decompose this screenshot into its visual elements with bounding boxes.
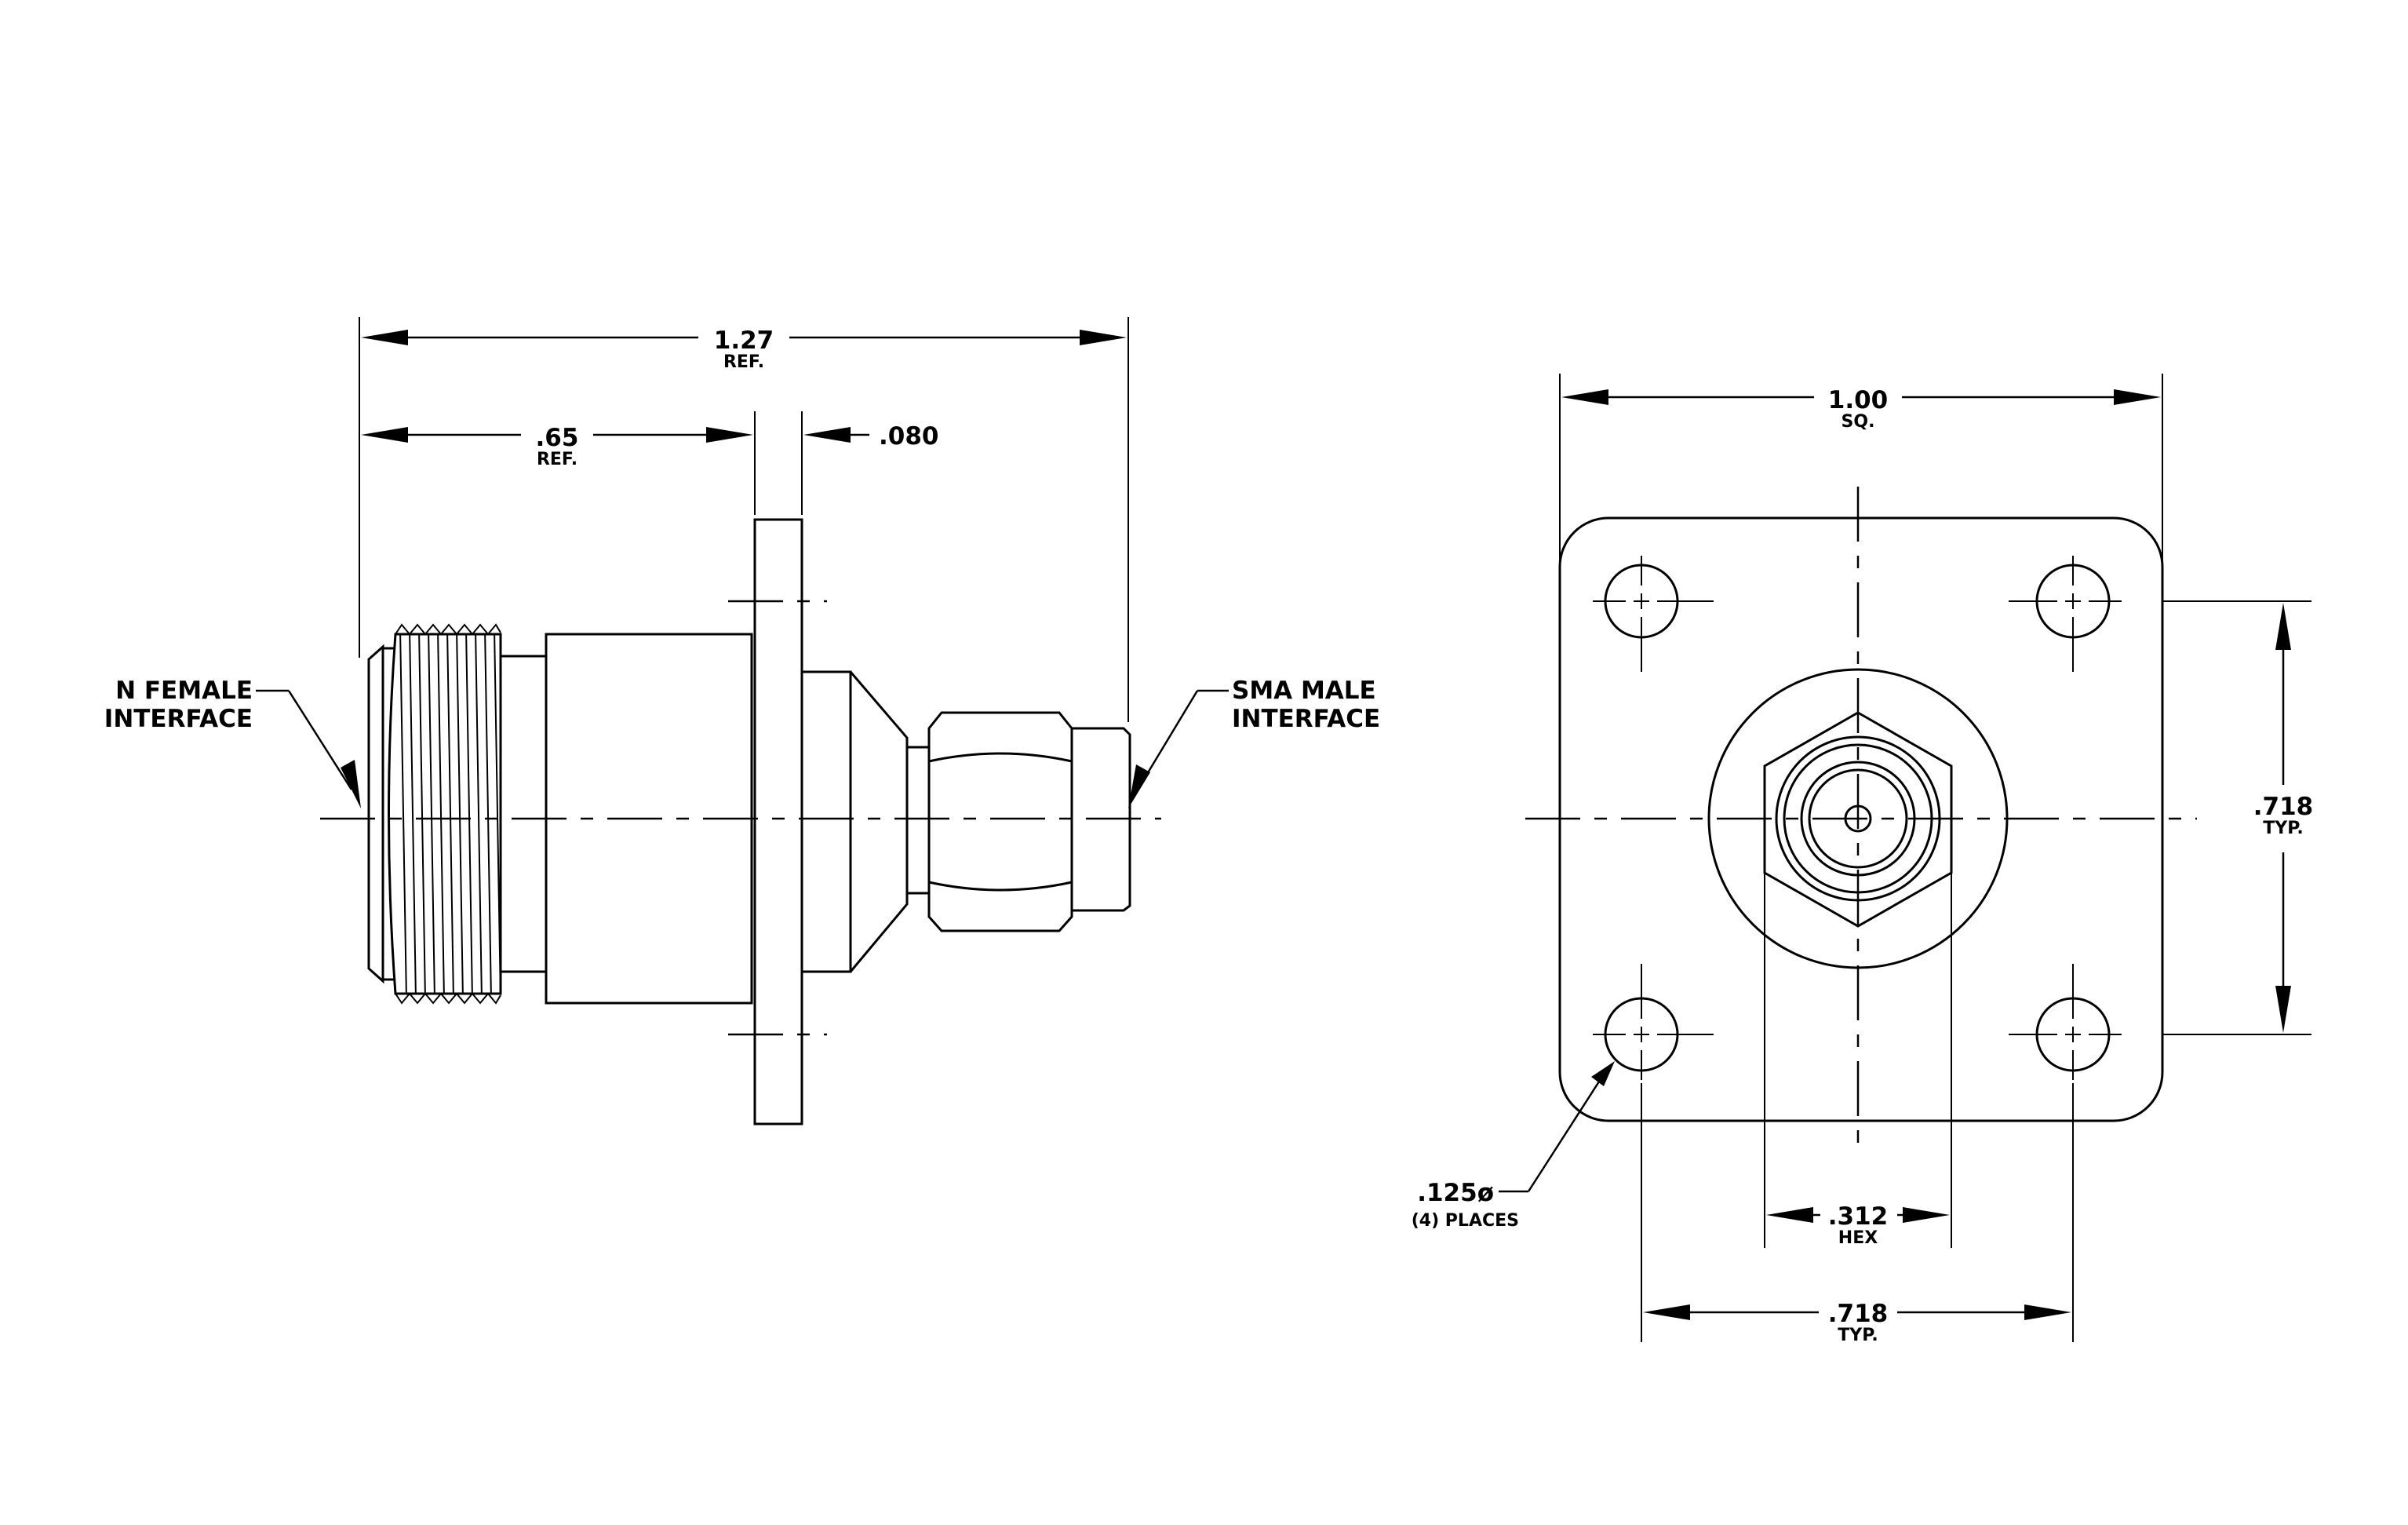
sma-male-connector: [800, 670, 1131, 973]
side-view: 1.27 REF. .65 REF. .080 N FEMALE INTERFA…: [104, 317, 1380, 1126]
n-section-value: .65: [536, 424, 579, 452]
dimension-overall-length: 1.27 REF.: [361, 327, 1127, 372]
flange-side: [753, 518, 803, 1126]
callout-hole-diameter: .125ø (4) PLACES: [1412, 1061, 1615, 1231]
n-female-label: N FEMALE: [115, 677, 253, 705]
dimension-hex-size: .312 HEX: [1766, 1202, 1950, 1248]
dimension-vertical-hole-spacing: .718 TYP.: [2253, 603, 2314, 1033]
n-female-interface-label: INTERFACE: [104, 705, 253, 733]
vertical-spacing-note: TYP.: [2263, 819, 2303, 838]
dimension-flange-size: 1.00 SQ.: [1561, 386, 2161, 432]
dimension-horizontal-hole-spacing: .718 TYP.: [1643, 1300, 2071, 1345]
hole-diameter-value: .125ø: [1417, 1179, 1494, 1207]
vertical-spacing-value: .718: [2253, 793, 2314, 821]
sma-male-label: SMA MALE: [1232, 677, 1376, 705]
n-section-note: REF.: [537, 450, 577, 469]
dimension-n-section: .65 REF.: [361, 424, 753, 469]
sma-male-interface-label: INTERFACE: [1232, 705, 1380, 733]
flange-size-note: SQ.: [1842, 412, 1875, 432]
hex-size-note: HEX: [1838, 1228, 1878, 1248]
callout-n-female: N FEMALE INTERFACE: [104, 677, 361, 808]
hole-diameter-note: (4) PLACES: [1412, 1211, 1519, 1231]
overall-length-note: REF.: [723, 352, 764, 372]
callout-sma-male: SMA MALE INTERFACE: [1128, 677, 1380, 808]
hex-size-value: .312: [1828, 1202, 1889, 1231]
n-female-connector: [367, 623, 548, 1005]
flange-thickness-value: .080: [879, 422, 939, 451]
hex-nut-front: [1763, 711, 1953, 928]
dimension-flange-thickness: .080: [803, 422, 939, 451]
flange-size-value: 1.00: [1828, 386, 1889, 414]
horizontal-spacing-note: TYP.: [1838, 1326, 1878, 1345]
horizontal-spacing-value: .718: [1828, 1300, 1889, 1328]
mounting-holes: [1593, 556, 2122, 1080]
front-view: 1.00 SQ. .718 TYP. .312 HEX .718: [1412, 374, 2314, 1345]
overall-length-value: 1.27: [714, 327, 774, 355]
